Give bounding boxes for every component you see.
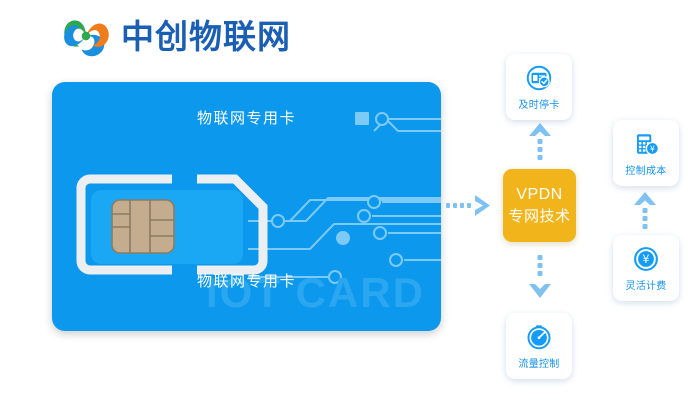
svg-text:¥: ¥ <box>650 145 655 154</box>
sim-card-graphics <box>76 112 441 284</box>
circuit-pad <box>355 112 369 125</box>
circuit-nodes <box>271 112 403 284</box>
feature-label: 流量控制 <box>518 359 560 370</box>
vpdn-line1: VPDN <box>516 185 563 203</box>
sim-chip-icon <box>111 199 175 254</box>
feature-label: 控制成本 <box>625 166 667 177</box>
dotted-arrow-down-icon <box>529 255 551 298</box>
feature-tile-flexible-billing[interactable]: ¥ 灵活计费 <box>613 235 679 301</box>
dotted-arrow-right-icon <box>446 195 490 216</box>
feature-tile-control-cost[interactable]: ¥ 控制成本 <box>613 120 679 186</box>
gauge-timer-icon <box>527 325 551 350</box>
circuit-node-filled <box>336 231 350 245</box>
feature-label: 及时停卡 <box>518 100 560 111</box>
card-check-circle-icon <box>526 65 552 91</box>
brand-name: 中创物联网 <box>121 16 291 56</box>
sim-card-body: IOT CARD 物联网专用卡 物联网专用卡 <box>52 82 441 331</box>
yen-circle-icon: ¥ <box>634 247 658 271</box>
svg-text:¥: ¥ <box>642 253 649 266</box>
brand-logo: 中创物联网 <box>62 12 291 60</box>
calculator-yen-icon: ¥ <box>637 134 660 156</box>
sim-card: IOT CARD 物联网专用卡 物联网专用卡 <box>52 82 441 331</box>
dotted-arrow-up-icon-billing-cost <box>634 192 656 229</box>
swirl-logo-icon <box>64 20 109 57</box>
vpdn-line2: 专网技术 <box>508 206 571 225</box>
dotted-arrow-up-icon-vpdn-top <box>529 123 551 160</box>
card-watermark: IOT CARD <box>206 269 425 316</box>
circuit-traces <box>248 118 441 278</box>
feature-tile-timely-card-suspension[interactable]: 及时停卡 <box>506 54 572 120</box>
sim-punchout-outline <box>76 174 268 275</box>
vpdn-node[interactable]: VPDN 专网技术 <box>503 169 576 242</box>
feature-label: 灵活计费 <box>625 281 667 292</box>
feature-tile-flow-control[interactable]: 流量控制 <box>506 313 572 379</box>
